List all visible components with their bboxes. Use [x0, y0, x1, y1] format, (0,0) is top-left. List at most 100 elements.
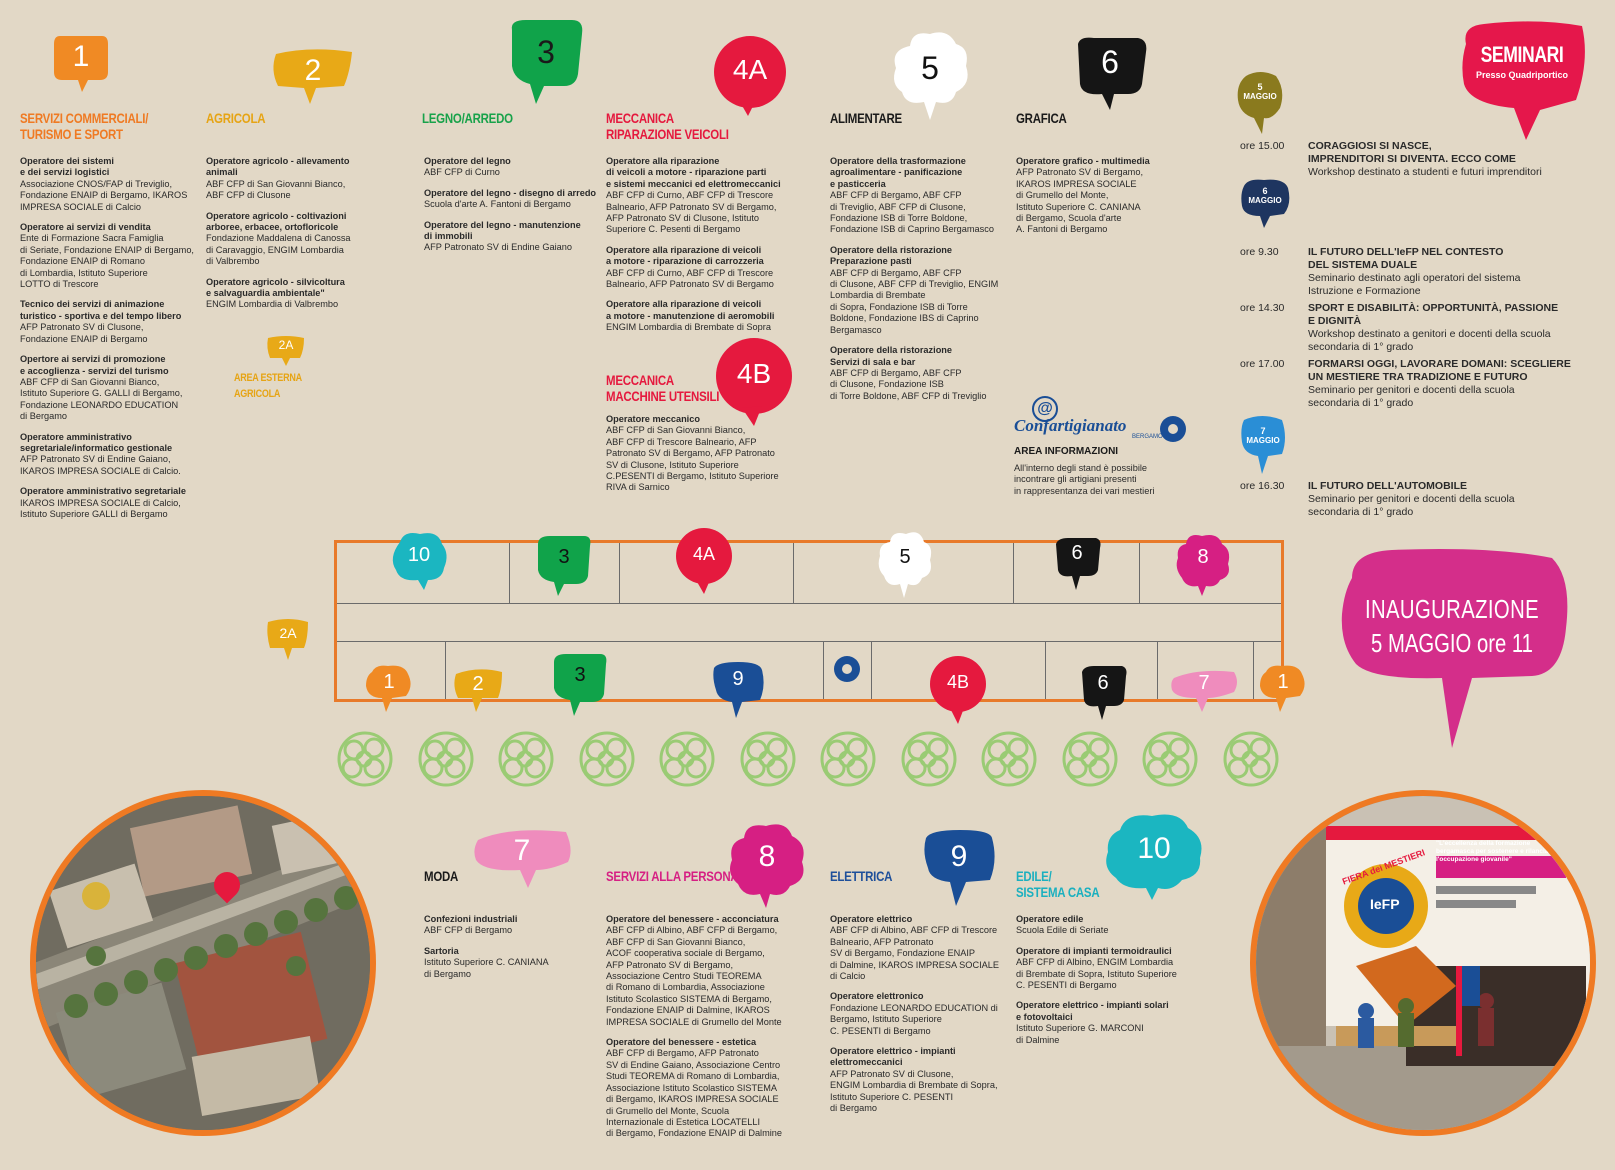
bubble-3: 3 [506, 18, 586, 108]
section-title: MECCANICA MACCHINE UTENSILI [606, 372, 720, 404]
info-text: All'interno degli stand è possibile inco… [1014, 463, 1155, 496]
plan-marker-6-bottom: 6 [1078, 664, 1128, 722]
section-title: ELETTRICA [830, 868, 893, 884]
entry: Operatore agricolo - coltivazioni arbore… [206, 210, 351, 267]
section-title: ALIMENTARE [830, 110, 902, 126]
entry: Operatore alla riparazione di veicoli a … [606, 156, 781, 235]
section-edile: EDILE/ SISTEMA CASA [1016, 868, 1166, 900]
info-point-marker [834, 656, 860, 682]
plan-marker-7: 7 [1168, 668, 1240, 714]
tree-icon [978, 730, 1040, 788]
section-title: AGRICOLA [206, 110, 266, 126]
bubble-5: 5 [890, 26, 970, 124]
entry: Operatore alla riparazione di veicoli a … [606, 299, 775, 333]
bubble-4b: 4B [714, 338, 794, 428]
plan-marker-4b: 4B [930, 656, 986, 724]
entries-agricola: Operatore agricolo - allevamento animali… [206, 156, 386, 320]
section-title: EDILE/ SISTEMA CASA [1016, 868, 1100, 900]
entries-alimentare: Operatore della trasformazione agroalime… [830, 156, 1020, 411]
tree-icon [1139, 730, 1201, 788]
tree-icon [334, 730, 396, 788]
section-title: LEGNO/ARREDO [422, 110, 513, 126]
day-badge-7-maggio: 7 MAGGIO [1238, 414, 1288, 476]
event-photo: FIERA dei MESTIERI IeFP "L'eccellenza de… [1250, 790, 1596, 1136]
section-legno-arredo: LEGNO/ARREDO [422, 110, 582, 126]
entries-servizi-commerciali: Operatore dei sistemi e dei servizi logi… [20, 156, 215, 529]
plan-marker-10: 10 [388, 530, 450, 592]
bubble-1: 1 [52, 32, 110, 94]
tree-icon [1059, 730, 1121, 788]
confartigianato-logo: @ Confartigianato BERGAMO [1014, 396, 1224, 444]
seminar-event: ore 17.00 FORMARSI OGGI, LAVORARE DOMANI… [1240, 358, 1571, 409]
tree-icon [656, 730, 718, 788]
section-servizi-persona: SERVIZI ALLA PERSONA [606, 868, 796, 884]
entry: Opertore ai servizi di promozione e acco… [20, 354, 183, 422]
entry: Operatore elettrico - impianti elettrome… [830, 1046, 998, 1114]
banner-iefp: IeFP [1370, 896, 1400, 912]
tree-icon [1220, 730, 1282, 788]
section-elettrica: ELETTRICA [830, 868, 980, 884]
tree-icon [415, 730, 477, 788]
section-agricola: AGRICOLA [206, 110, 376, 126]
section-meccanica-macchine: MECCANICA MACCHINE UTENSILI [606, 372, 756, 404]
entry: Operatore amministrativo segretariale/in… [20, 431, 181, 476]
entry: Operatore agricolo - silvicoltura e salv… [206, 276, 345, 310]
area-esterna-agricola-label: AREA ESTERNA AGRICOLA [234, 372, 302, 400]
tree-icon [817, 730, 879, 788]
bubble-7: 7 [470, 826, 574, 892]
entry: Operatore alla riparazione di veicoli a … [606, 244, 774, 290]
section-moda: MODA [424, 868, 544, 884]
section-meccanica-riparazione: MECCANICA RIPARAZIONE VEICOLI [606, 110, 796, 142]
aerial-map-photo [30, 790, 376, 1136]
inaugurazione-bubble: INAUGURAZIONE 5 MAGGIO ore 11 [1332, 548, 1572, 752]
tree-icon [576, 730, 638, 788]
info-title: AREA INFORMAZIONI [1014, 446, 1119, 457]
plan-marker-3-bottom: 3 [550, 652, 610, 718]
plan-marker-4a: 4A [676, 528, 732, 594]
tree-icon [737, 730, 799, 788]
entry: Operatore della ristorazione Servizi di … [830, 345, 987, 401]
info-point-icon [1160, 416, 1186, 442]
bubble-8: 8 [726, 818, 808, 910]
entry: Operatore della ristorazione Preparazion… [830, 244, 999, 335]
seminar-event: ore 15.00 CORAGGIOSI SI NASCE, IMPRENDIT… [1240, 140, 1542, 178]
section-title: MECCANICA RIPARAZIONE VEICOLI [606, 110, 729, 142]
bubble-4a: 4A [710, 36, 790, 116]
plan-marker-1: 1 [364, 664, 414, 714]
seminari-bubble: SEMINARI Presso Quadriportico [1456, 20, 1588, 142]
plan-marker-2: 2 [452, 668, 504, 714]
section-title: MODA [424, 868, 459, 884]
plan-marker-3: 3 [534, 534, 594, 598]
plan-marker-1-right: 1 [1258, 664, 1308, 714]
banner-quote: "L'eccellenza della formazione bergamasc… [1436, 840, 1555, 863]
info-area: @ Confartigianato BERGAMO AREA INFORMAZI… [1014, 396, 1224, 497]
entry: Tecnico dei servizi di animazione turist… [20, 299, 182, 344]
entry: Operatore dei sistemi e dei servizi logi… [20, 156, 188, 212]
bubble-9: 9 [920, 828, 998, 908]
plan-marker-6: 6 [1052, 536, 1102, 592]
plan-marker-5: 5 [876, 528, 934, 600]
seminar-event: ore 14.30 SPORT E DISABILITÀ: OPPORTUNIT… [1240, 302, 1559, 353]
section-title: SERVIZI COMMERCIALI/ TURISMO E SPORT [20, 110, 149, 142]
section-alimentare: ALIMENTARE [830, 110, 990, 126]
bubble-10: 10 [1102, 808, 1206, 900]
